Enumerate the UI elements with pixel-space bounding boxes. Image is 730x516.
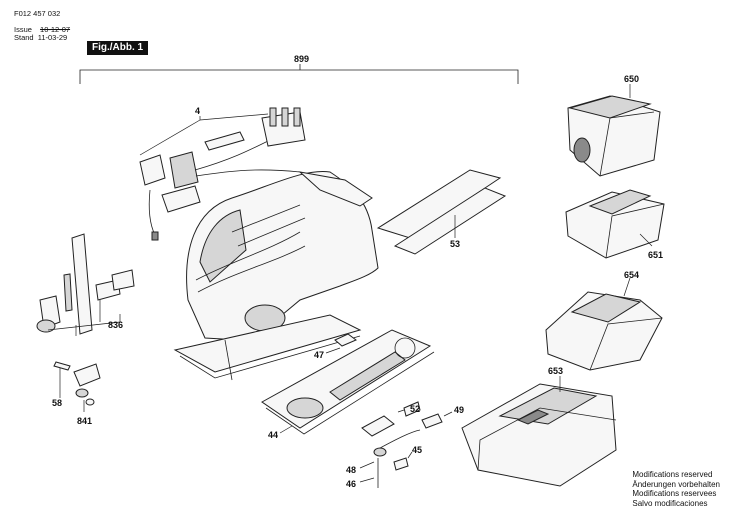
callout-4: 4 [195, 106, 200, 116]
callout-899: 899 [294, 54, 309, 64]
switch-assembly: 4 [139, 106, 306, 241]
issue-date: 10-12-07 [40, 24, 71, 34]
note-en: Modifications reserved [632, 470, 713, 479]
callout-52: 52 [410, 404, 420, 414]
part-number: F012 457 032 [14, 9, 61, 18]
part-836-lever: 836 [36, 233, 135, 336]
issue-row: Issue 10-12-07 [14, 24, 71, 35]
callout-48: 48 [346, 465, 356, 475]
callout-654: 654 [624, 270, 639, 280]
stand-label: Stand [14, 33, 34, 42]
bracket-899: 899 [79, 54, 519, 84]
jigsaw-body [173, 170, 379, 381]
callout-651: 651 [648, 250, 663, 260]
modifications-note: Modifications reserved Änderungen vorbeh… [632, 470, 720, 508]
header-block: F012 457 032 Issue 10-12-07 Stand 11-03-… [14, 9, 71, 43]
part-650-battery-cover: 650 [567, 74, 661, 177]
note-de: Änderungen vorbehalten [632, 479, 720, 489]
note-fr: Modifications reservees [632, 489, 717, 498]
callout-653: 653 [548, 366, 563, 376]
callout-47: 47 [314, 350, 324, 360]
part-651-battery: 651 [565, 189, 665, 260]
parts-58-841: 58 841 [52, 361, 101, 426]
callout-841: 841 [77, 416, 92, 426]
callout-53: 53 [450, 239, 460, 249]
callout-58: 58 [52, 398, 62, 408]
callout-46: 46 [346, 479, 356, 489]
part-653-charger: 653 [461, 366, 617, 487]
part-44-baseplate: 47 44 [261, 329, 435, 440]
note-es: Salvo modificaciones [632, 498, 708, 508]
callout-44: 44 [268, 430, 278, 440]
small-hardware: 52 49 48 46 45 [346, 401, 464, 489]
figure-badge: Fig./Abb. 1 [87, 41, 149, 55]
callout-836: 836 [108, 320, 123, 330]
stand-row: Stand 11-03-29 [14, 33, 70, 43]
callout-45: 45 [412, 445, 422, 455]
stand-date: 11-03-29 [37, 33, 68, 42]
issue-label: Issue [14, 24, 32, 34]
callout-650: 650 [624, 74, 639, 84]
part-53-guides: 53 [376, 169, 507, 255]
part-654-cover: 654 [545, 270, 663, 371]
callout-49: 49 [454, 405, 464, 415]
